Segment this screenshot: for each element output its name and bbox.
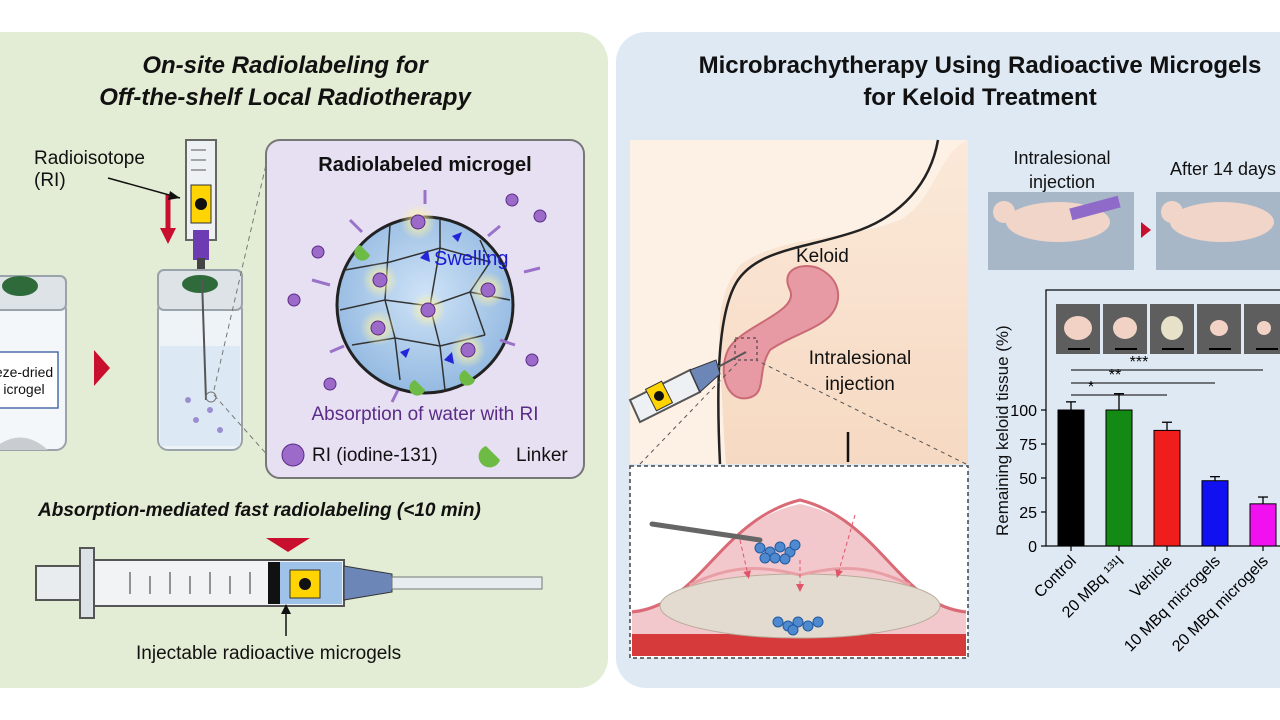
significance-label: * <box>1088 379 1094 396</box>
radiolabeling-vial <box>157 269 243 451</box>
arrow-down-icon <box>160 228 176 244</box>
arrow-right-icon <box>94 350 110 386</box>
body-syringe <box>628 351 747 424</box>
right-title-line1: Microbrachytherapy Using Radioactive Mic… <box>698 52 1262 79</box>
freeze-dried-vial <box>0 275 67 451</box>
photo-label-injection: Intralesional injection <box>992 146 1132 194</box>
left-title: On-site Radiolabeling for Off-the-shelf … <box>60 50 510 114</box>
arrow-down-small-icon <box>266 538 310 552</box>
x-tick-label: Control <box>1031 553 1079 601</box>
tissue-photos <box>1056 304 1280 354</box>
ri-legend-icon <box>281 443 305 467</box>
right-title: Microbrachytherapy Using Radioactive Mic… <box>640 50 1280 114</box>
bar <box>1249 503 1277 547</box>
photo-label-injection-line2: injection <box>1028 172 1096 192</box>
x-tick-label: 20 MBq microgels <box>1169 553 1272 656</box>
chart-y-label: Remaining keloid tissue (%) <box>993 325 1012 536</box>
left-title-line1: On-site Radiolabeling for <box>142 52 428 79</box>
legend-linker-label: Linker <box>516 445 568 466</box>
mouse-photo-after <box>1156 192 1280 270</box>
injectable-syringe <box>35 547 543 619</box>
vial-label: eze-dried icrogel <box>0 364 58 398</box>
left-subtitle: Absorption-mediated fast radiolabeling (… <box>38 500 481 521</box>
injectable-label: Injectable radioactive microgels <box>136 643 402 664</box>
mouse-photo-injection <box>988 192 1134 270</box>
bar <box>1201 480 1229 547</box>
left-title-line2: Off-the-shelf Local Radiotherapy <box>99 84 471 111</box>
vial-label-line2: icrogel <box>3 381 45 397</box>
inset-title: Radiolabeled microgel <box>318 154 532 176</box>
intralesional-line1: Intralesional <box>808 348 912 369</box>
radioisotope-line2: (RI) <box>34 170 66 191</box>
intralesional-label: Intralesional injection <box>790 346 930 398</box>
significance-label: ** <box>1109 367 1121 384</box>
bar <box>1105 409 1133 547</box>
y-tick-label: 25 <box>1019 505 1037 522</box>
significance-label: *** <box>1130 354 1149 371</box>
radioisotope-label: Radioisotope (RI) <box>34 148 145 192</box>
swelling-label: Swelling <box>434 248 509 270</box>
x-tick-label: Vehicle <box>1127 553 1176 602</box>
legend-ri-label: RI (iodine-131) <box>312 445 438 466</box>
y-tick-label: 100 <box>1010 403 1037 420</box>
photo-label-after: After 14 days <box>1170 159 1277 179</box>
arrow-right-small-icon <box>1141 222 1151 238</box>
y-tick-label: 0 <box>1028 539 1037 556</box>
y-tick-label: 75 <box>1019 437 1037 454</box>
loading-syringe <box>185 139 217 282</box>
vial-label-line1: eze-dried <box>0 364 54 380</box>
linker-legend-icon <box>478 446 500 468</box>
keloid-label: Keloid <box>796 246 849 267</box>
radioisotope-line1: Radioisotope <box>34 148 145 169</box>
photo-label-injection-line1: Intralesional <box>1013 148 1111 168</box>
y-tick-label: 50 <box>1019 471 1037 488</box>
bar <box>1057 409 1085 547</box>
bar <box>1153 429 1181 547</box>
absorption-label: Absorption of water with RI <box>311 404 539 425</box>
intralesional-line2: injection <box>825 374 895 395</box>
keloid-lesion <box>722 265 839 400</box>
right-title-line2: for Keloid Treatment <box>863 84 1097 111</box>
